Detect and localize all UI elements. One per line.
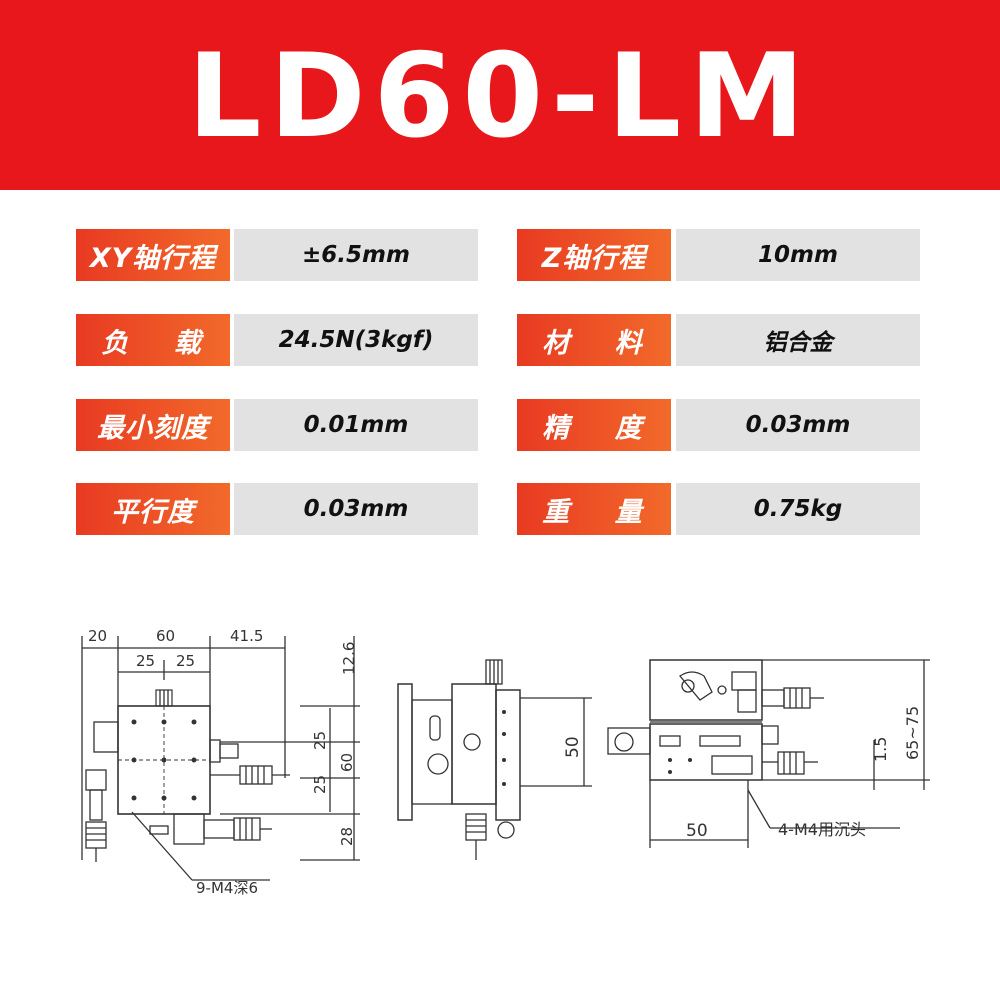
spec-row: 平行度 0.03mm 重 量 0.75kg [76, 483, 921, 535]
dim-28: 28 [338, 827, 356, 846]
spec-row: XY轴行程 ±6.5mm Z轴行程 10mm [76, 229, 921, 281]
dim-60: 60 [156, 627, 175, 645]
note-9-m4: 9-M4深6 [196, 879, 258, 897]
dim-25d: 25 [311, 775, 329, 794]
spec-label: 负 载 [76, 314, 230, 366]
spec-value: 0.03mm [676, 399, 920, 451]
dim-12-6: 12.6 [340, 642, 358, 675]
note-4-m4: 4-M4用沉头 [778, 820, 866, 839]
spec-label: 最小刻度 [76, 399, 230, 451]
spec-value: 0.03mm [234, 483, 478, 535]
product-title: LD60-LM [187, 29, 813, 164]
spec-label: Z轴行程 [517, 229, 671, 281]
spec-label: 平行度 [76, 483, 230, 535]
dim-20: 20 [88, 627, 107, 645]
spec-row: 最小刻度 0.01mm 精 度 0.03mm [76, 399, 921, 451]
dim-front-50: 50 [686, 821, 708, 841]
spec-value: 0.75kg [676, 483, 920, 535]
spec-value: 铝合金 [676, 314, 920, 366]
dim-side-50: 50 [563, 736, 583, 758]
dim-65-75: 65~75 [903, 706, 922, 760]
spec-label: 重 量 [517, 483, 671, 535]
front-view: 65~75 1.5 50 4-M4用沉头 [607, 659, 930, 848]
spec-label: XY轴行程 [76, 229, 230, 281]
spec-value: 10mm [676, 229, 920, 281]
dim-25c: 25 [311, 731, 329, 750]
dim-60v: 60 [338, 753, 356, 772]
top-view: 20 60 41.5 25 25 12.6 25 60 25 28 [81, 627, 360, 897]
spec-value: 24.5N(3kgf) [234, 314, 478, 366]
side-view: 50 [397, 659, 592, 860]
spec-label: 精 度 [517, 399, 671, 451]
dim-25a: 25 [136, 652, 155, 670]
spec-row: 负 载 24.5N(3kgf) 材 料 铝合金 [76, 314, 921, 366]
spec-value: ±6.5mm [234, 229, 478, 281]
dim-25b: 25 [176, 652, 195, 670]
dim-1-5: 1.5 [871, 737, 890, 762]
title-banner: LD60-LM [0, 0, 1000, 190]
spec-value: 0.01mm [234, 399, 478, 451]
spec-label: 材 料 [517, 314, 671, 366]
dim-41-5: 41.5 [230, 627, 263, 645]
